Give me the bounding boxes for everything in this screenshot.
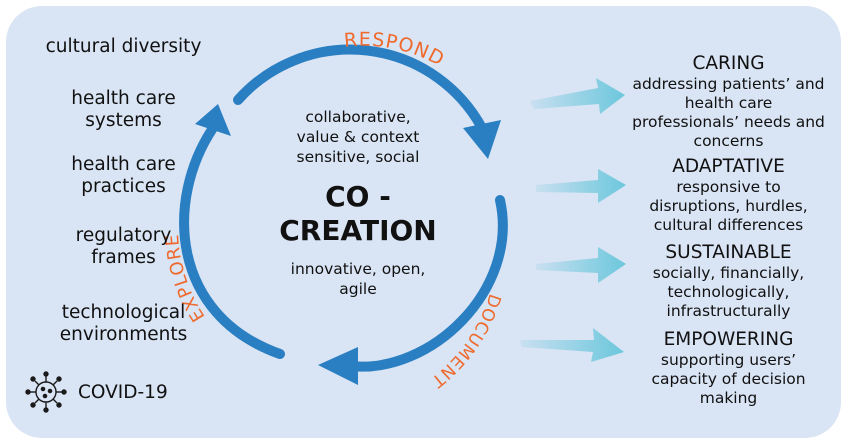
outcome-adaptative-desc: responsive to disruptions, hurdles, cult…	[649, 178, 808, 234]
outcome-sustainable: SUSTAINABLE socially, financially, techn…	[626, 242, 831, 321]
outcome-empowering: EMPOWERING supporting users’ capacity of…	[626, 329, 831, 408]
factor-cultural-diversity: cultural diversity	[45, 36, 202, 57]
outcome-empowering-desc: supporting users’ capacity of decision m…	[651, 351, 806, 407]
cycle-arrow-top	[233, 44, 501, 159]
outcome-arrow-empowering	[520, 328, 624, 362]
covid-label: COVID-19	[78, 382, 168, 403]
cycle-main-title: CO - CREATION	[279, 180, 437, 247]
cycle-arrow-right	[318, 195, 508, 385]
outcome-caring-desc: addressing patients’ and health care pro…	[632, 75, 825, 150]
outcome-sustainable-desc: socially, financially, technologically, …	[652, 264, 805, 320]
svg-text:RESPOND: RESPOND	[343, 29, 448, 71]
outcome-arrow-sustainable	[536, 247, 626, 283]
outcome-adaptative-title: ADAPTATIVE	[672, 156, 785, 177]
background-panel	[6, 6, 841, 438]
outcome-caring-title: CARING	[692, 53, 765, 74]
outcome-caring: CARING addressing patients’ and health c…	[626, 53, 831, 151]
outcome-adaptative: ADAPTATIVE responsive to disruptions, hu…	[626, 156, 831, 235]
outcome-sustainable-title: SUSTAINABLE	[665, 242, 792, 263]
outcome-empowering-title: EMPOWERING	[663, 329, 794, 350]
cycle-top-text: collaborative, value & context sensitive…	[296, 108, 420, 166]
cycle-bottom-text: innovative, open, agile	[290, 260, 426, 298]
factor-regulatory-frames: regulatory frames	[75, 225, 172, 268]
cycle-arrow-left	[179, 104, 285, 359]
virus-icon	[25, 371, 67, 413]
outcome-arrow-adaptative	[536, 169, 626, 203]
factor-health-care-practices: health care practices	[71, 154, 176, 197]
respond-label: RESPOND	[343, 29, 447, 71]
factor-technological-environments: technological environments	[59, 302, 188, 345]
outcome-arrow-caring	[530, 78, 625, 114]
factor-health-care-systems: health care systems	[71, 88, 176, 131]
